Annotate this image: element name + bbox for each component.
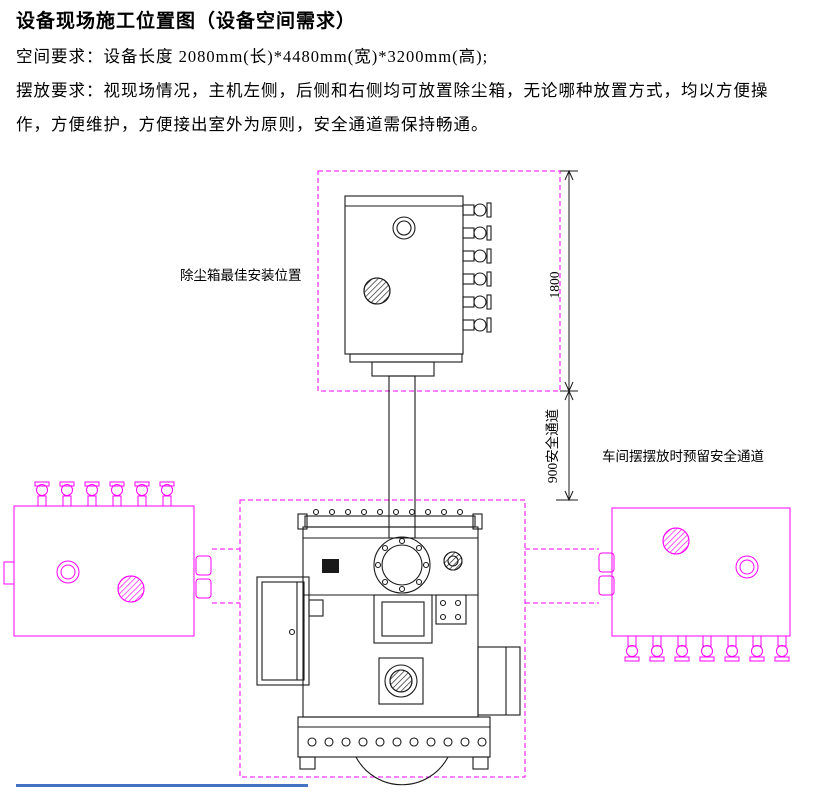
safety-channel-label: 900安全通道 bbox=[544, 409, 560, 483]
dimension-1800 bbox=[560, 169, 578, 393]
main-machine-drawing bbox=[256, 508, 521, 786]
dust-collector-drawing bbox=[344, 195, 492, 377]
right-corridor-dashes bbox=[525, 548, 599, 604]
connecting-duct-drawing bbox=[388, 375, 416, 539]
dim-1800-label: 1800 bbox=[547, 271, 562, 298]
best-position-label: 除尘箱最佳安装位置 bbox=[180, 268, 302, 283]
dimension-900-channel bbox=[556, 389, 578, 502]
left-corridor-dashes bbox=[212, 548, 240, 604]
workshop-channel-label: 车间摆摆放时预留安全通道 bbox=[602, 448, 764, 464]
left-alt-position-drawing bbox=[3, 481, 212, 637]
space-requirement-text: 空间要求：设备长度 2080mm(长)*4480mm(宽)*3200mm(高); bbox=[16, 47, 489, 66]
main-machine-zone-outline bbox=[239, 499, 526, 778]
placement-requirement-text: 摆放要求：视现场情况，主机左侧，后侧和右侧均可放置除尘箱，无论哪种放置方式，均以… bbox=[16, 81, 769, 134]
footer-rule bbox=[16, 784, 308, 787]
page-title: 设备现场施工位置图（设备空间需求） bbox=[16, 11, 357, 32]
right-alt-position-drawing bbox=[598, 507, 791, 662]
dust-box-zone-outline bbox=[317, 170, 561, 392]
